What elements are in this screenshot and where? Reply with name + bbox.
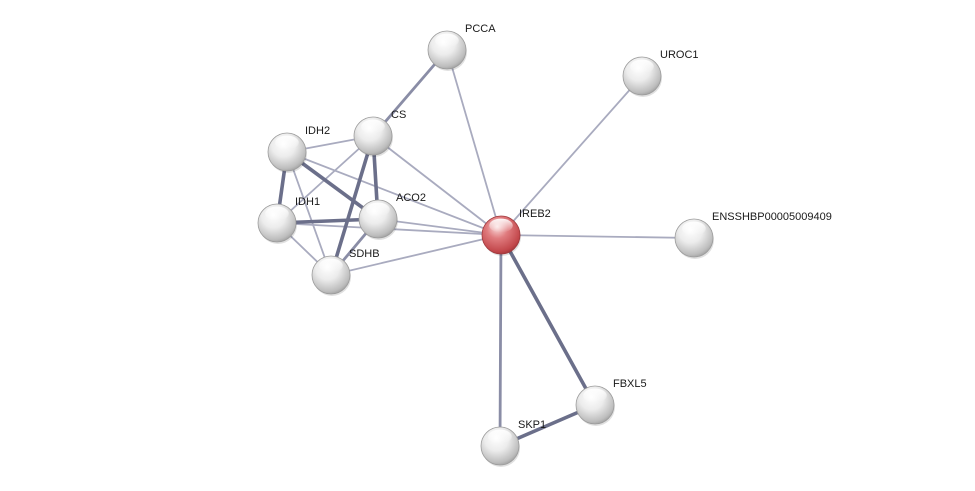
node-label: ACO2	[396, 192, 426, 204]
node-highlight	[265, 206, 289, 221]
node-highlight	[435, 33, 459, 48]
node-highlight	[489, 218, 513, 233]
node-label: SKP1	[518, 419, 546, 431]
node-pcca[interactable]: PCCA	[427, 23, 496, 71]
node-highlight	[319, 258, 343, 273]
node-highlight	[361, 119, 385, 134]
node-label: CS	[391, 109, 406, 121]
node-highlight	[275, 135, 299, 150]
node-ensshbp00005009409[interactable]: ENSSHBP00005009409	[674, 211, 832, 259]
edge-ireb2-skp1[interactable]	[498, 233, 503, 448]
node-sdhb[interactable]: SDHB	[311, 248, 380, 296]
node-highlight	[366, 202, 390, 217]
node-uroc1[interactable]: UROC1	[622, 49, 699, 97]
edge-cs-sdhb[interactable]	[329, 134, 375, 277]
node-idh1[interactable]: IDH1	[257, 196, 320, 244]
node-ireb2[interactable]: IREB2	[481, 208, 551, 256]
edge-ireb2-fbxl5[interactable]	[499, 233, 597, 407]
edge-ireb2-sdhb[interactable]	[330, 234, 502, 276]
node-highlight	[488, 429, 512, 444]
edge-ireb2-ensshbp00005009409[interactable]	[500, 234, 695, 239]
node-label: PCCA	[465, 23, 496, 35]
node-idh2[interactable]: IDH2	[267, 125, 330, 173]
node-aco2[interactable]: ACO2	[358, 192, 426, 240]
edge-ireb2-idh2[interactable]	[286, 151, 502, 236]
node-cs[interactable]: CS	[353, 109, 406, 157]
node-label: IDH1	[295, 196, 320, 208]
edge-ireb2-cs[interactable]	[372, 135, 502, 236]
edge-idh2-sdhb[interactable]	[286, 151, 332, 276]
node-label: FBXL5	[613, 378, 647, 390]
node-label: IREB2	[519, 208, 551, 220]
node-highlight	[630, 59, 654, 74]
edge-ireb2-aco2[interactable]	[377, 218, 502, 236]
node-label: IDH2	[305, 125, 330, 137]
node-skp1[interactable]: SKP1	[480, 419, 546, 467]
node-fbxl5[interactable]: FBXL5	[575, 378, 647, 426]
node-label: SDHB	[349, 248, 380, 260]
node-highlight	[682, 221, 706, 236]
node-highlight	[583, 388, 607, 403]
edge-ireb2-pcca[interactable]	[446, 49, 502, 236]
node-label: UROC1	[660, 49, 699, 61]
node-label: ENSSHBP00005009409	[712, 211, 832, 223]
edge-ireb2-uroc1[interactable]	[500, 75, 643, 236]
